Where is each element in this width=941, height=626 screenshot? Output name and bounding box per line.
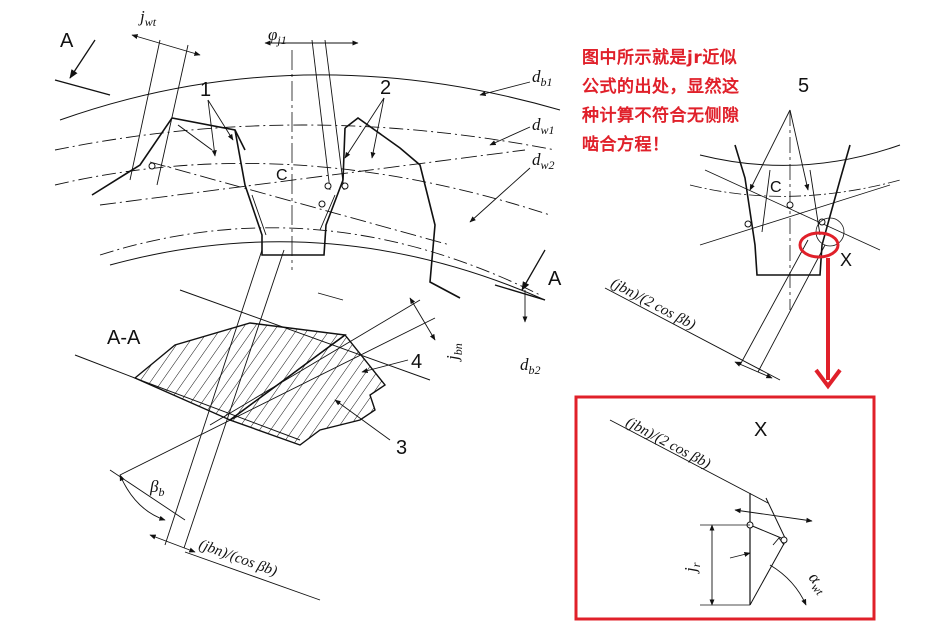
detail-x-drawing	[609, 419, 813, 606]
tooth-left	[91, 117, 246, 196]
symbol-d-b1: d	[532, 67, 541, 86]
svg-text:db2: db2	[520, 355, 541, 377]
svg-text:jwt: jwt	[138, 7, 157, 29]
detail-x-title: X	[754, 419, 767, 441]
highlight-ellipse	[798, 231, 840, 259]
symbol-j-r: j	[681, 567, 700, 574]
base-circle-db2	[109, 241, 546, 301]
pitch-point-c-right: C	[770, 179, 782, 196]
svg-text:βb: βb	[149, 477, 164, 499]
annotation-line-3: 种计算不符合无侧隙	[582, 106, 740, 126]
tooth-space	[234, 127, 346, 256]
highlight-arrowhead	[814, 368, 842, 390]
base-circle-db1	[59, 74, 561, 121]
ref-number-3: 3	[396, 437, 407, 459]
symbol-d-w2: d	[532, 150, 541, 169]
tooth-space-inner	[251, 194, 336, 236]
annotation-line-1: 图中所示就是jr近似	[582, 48, 738, 68]
section-title-a-a: A-A	[107, 327, 141, 349]
svg-text:db1: db1	[532, 67, 553, 89]
pitch-point-c-main: C	[276, 167, 288, 184]
red-annotation: 图中所示就是jr近似 公式的出处，显然这 种计算不符合无侧隙 啮合方程！	[582, 44, 782, 160]
section-label-a-top: A	[60, 30, 74, 52]
annotation-line-2: 公式的出处，显然这	[582, 77, 740, 97]
labels: A A A-A 1 2 3 4 5 C C X X	[60, 30, 852, 459]
formula-bottom: (jbn)/(cos βb)	[197, 537, 280, 580]
pitch-circle-dw2	[54, 162, 551, 216]
formula-right: (jbn)/(2 cos βb)	[608, 275, 698, 333]
svg-text:dw1: dw1	[532, 115, 555, 137]
main-gear-mesh	[54, 34, 561, 323]
svg-text:dw2: dw2	[532, 150, 555, 172]
formula-detail: (jbn)/(2 cos βb)	[623, 414, 713, 472]
symbol-j-wt: j	[138, 7, 145, 26]
hatched-tooth-upper	[133, 322, 347, 421]
symbol-d-w1: d	[532, 115, 541, 134]
detail-x-marker: X	[840, 250, 852, 270]
svg-text:jbn: jbn	[443, 343, 465, 362]
svg-text:φj1: φj1	[268, 25, 287, 47]
ref-number-4: 4	[411, 351, 422, 373]
annotation-line-4: 啮合方程！	[582, 135, 670, 155]
tooth-left-flank	[177, 124, 213, 151]
symbol-j-bn: j	[443, 355, 462, 362]
ref-number-5: 5	[798, 75, 809, 97]
section-a-a	[74, 249, 436, 601]
section-label-a-right: A	[548, 268, 562, 290]
tooth-right	[344, 117, 461, 299]
ref-number-1: 1	[200, 79, 211, 101]
symbol-beta-b: β	[149, 477, 159, 496]
svg-text:jr: jr	[681, 562, 703, 574]
detail-x-frame	[574, 395, 876, 621]
symbol-phi-j1: φ	[268, 25, 277, 44]
pitch-circle-dw1	[54, 124, 556, 151]
svg-text:αwt: αwt	[803, 568, 833, 598]
addendum-circle	[99, 227, 541, 296]
ref-number-2: 2	[380, 77, 391, 99]
symbol-d-b2: d	[520, 355, 529, 374]
